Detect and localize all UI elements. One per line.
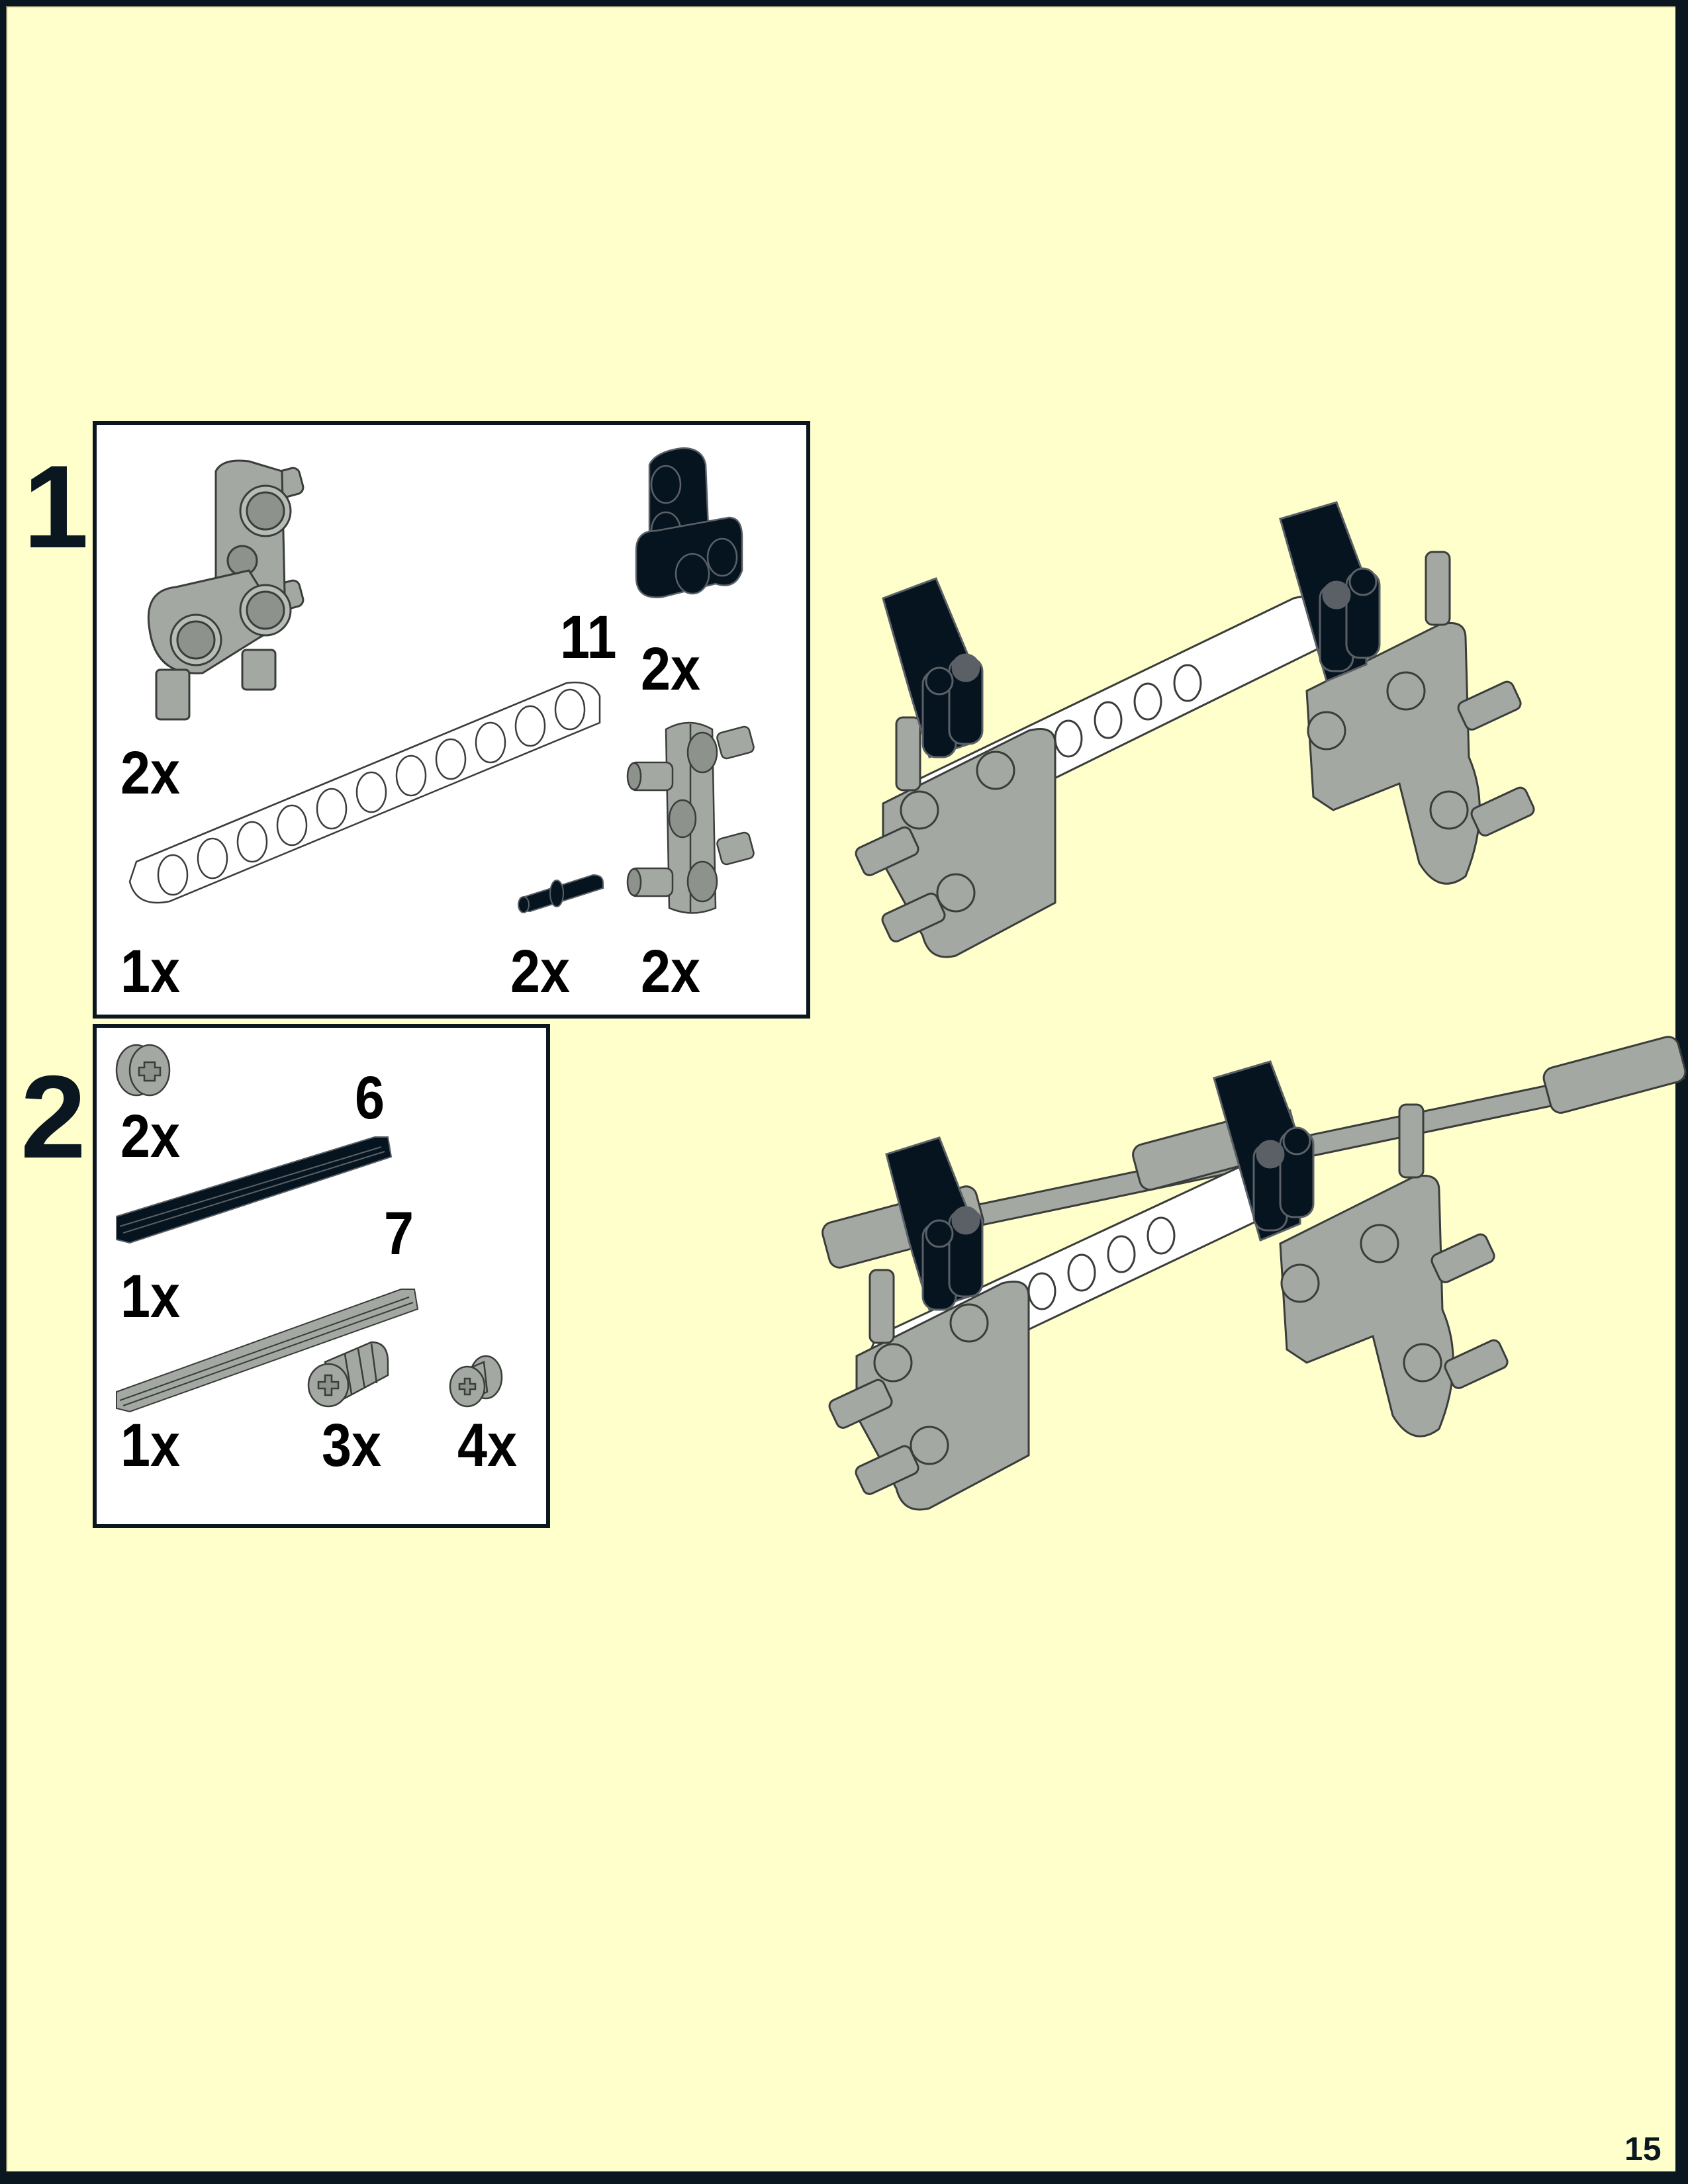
- half-bush-icon: [110, 1037, 176, 1103]
- axle-icon: [110, 1283, 428, 1415]
- pin-icon: [514, 868, 606, 915]
- parts-callout-step-2: 2x 6 1x 7 1x: [93, 1024, 550, 1528]
- liftarm-icon: [110, 663, 613, 915]
- part-quantity: 1x: [120, 1263, 181, 1330]
- part-quantity: 2x: [120, 1103, 181, 1170]
- parts-callout-step-1: 2x: [93, 421, 810, 1019]
- double-connector-icon: [626, 716, 759, 928]
- axle-connector-icon: [305, 1336, 391, 1408]
- part-quantity: 1x: [120, 938, 181, 1005]
- part-length-label: 7: [384, 1200, 414, 1267]
- part-quantity: 1x: [120, 1412, 181, 1479]
- page-number: 15: [1624, 2130, 1662, 2167]
- bent-connector-icon: [117, 445, 342, 723]
- perpendicular-connector-icon: [630, 445, 749, 604]
- part-quantity: 2x: [120, 739, 181, 807]
- part-quantity: 2x: [641, 635, 701, 703]
- step-2-assembly-render: [817, 1036, 1688, 1528]
- part-length-label: 11: [560, 604, 617, 671]
- step-number-1: 1: [23, 441, 89, 572]
- step-1-assembly-render: [855, 492, 1677, 969]
- bush-icon: [447, 1352, 507, 1412]
- part-quantity: 4x: [457, 1412, 518, 1479]
- part-quantity: 2x: [510, 938, 571, 1005]
- axle-icon: [110, 1130, 401, 1250]
- part-length-label: 6: [355, 1064, 385, 1132]
- part-quantity: 3x: [322, 1412, 382, 1479]
- part-quantity: 2x: [641, 938, 701, 1005]
- step-number-2: 2: [21, 1051, 86, 1183]
